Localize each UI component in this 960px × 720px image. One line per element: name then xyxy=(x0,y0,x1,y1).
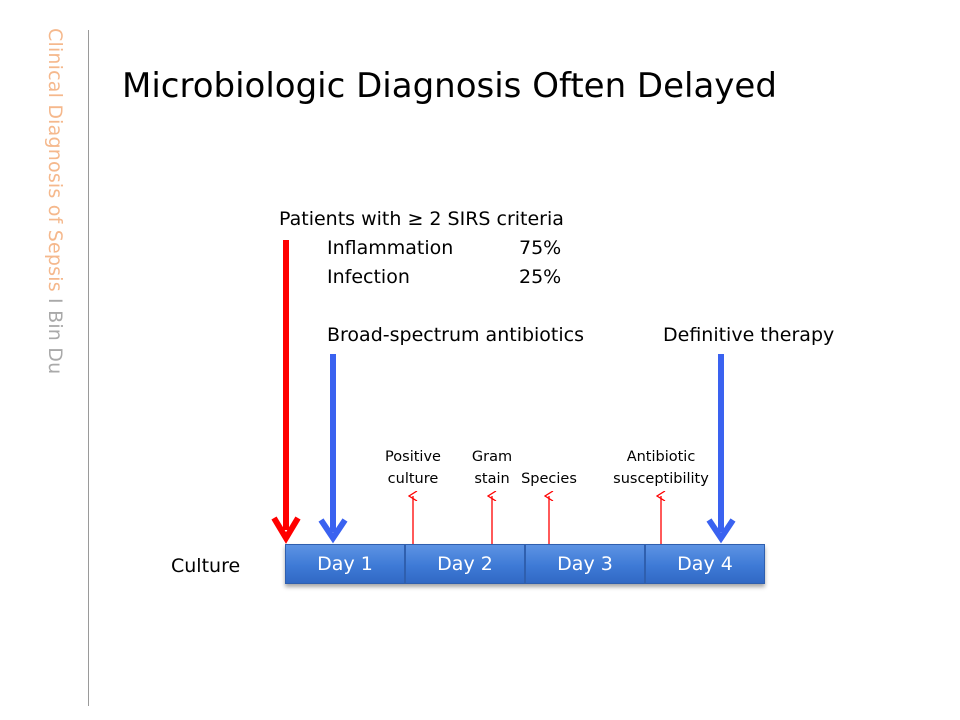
susceptibility-label: Antibiotic susceptibility xyxy=(613,449,709,487)
day-box: Day 2 xyxy=(405,544,525,584)
event-arrows xyxy=(413,496,661,544)
sirs-row-label: Infection xyxy=(327,266,410,288)
sidebar-title: Clinical Diagnosis of Sepsis I Bin Du xyxy=(44,28,66,374)
day-timeline: Day 1 Day 2 Day 3 Day 4 xyxy=(285,544,765,584)
sirs-red-arrow xyxy=(271,240,301,544)
gram-stain-label: Gram stain xyxy=(471,449,513,487)
presentation-title: Clinical Diagnosis of Sepsis xyxy=(44,28,66,292)
title-separator: I xyxy=(44,291,66,311)
author-name: Bin Du xyxy=(44,310,66,375)
definitive-therapy-label: Definitive therapy xyxy=(663,324,835,346)
culture-label: Culture xyxy=(171,555,241,577)
sidebar-divider xyxy=(88,30,89,706)
sirs-row-value: 25% xyxy=(519,266,562,288)
broad-spectrum-label: Broad-spectrum antibiotics xyxy=(327,324,585,346)
definitive-therapy-blue-arrow xyxy=(706,354,736,544)
species-label: Species xyxy=(521,471,577,487)
positive-culture-label: Positive culture xyxy=(385,449,441,487)
sirs-heading: Patients with ≥ 2 SIRS criteria xyxy=(279,208,564,230)
slide-title: Microbiologic Diagnosis Often Delayed xyxy=(122,66,777,106)
day-box: Day 3 xyxy=(525,544,645,584)
day-box: Day 1 xyxy=(285,544,405,584)
sirs-row-label: Inflammation xyxy=(327,237,454,259)
sirs-row-value: 75% xyxy=(519,237,562,259)
day-box: Day 4 xyxy=(645,544,765,584)
broad-spectrum-blue-arrow xyxy=(318,354,348,544)
